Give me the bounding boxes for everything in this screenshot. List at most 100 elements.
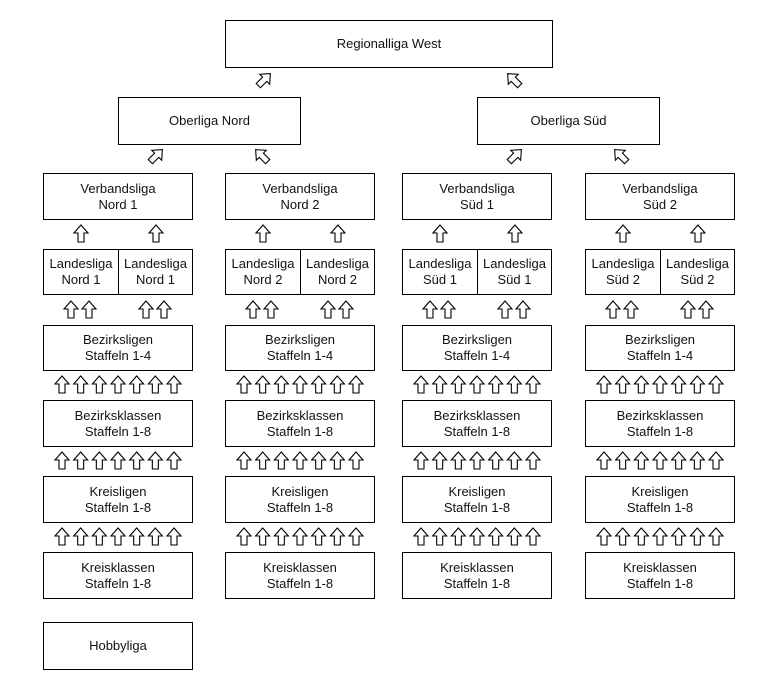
- verbandsliga-sued-1-box: Verbandsliga Süd 1: [402, 173, 552, 220]
- hollow-up-arrow-icon: [137, 300, 155, 319]
- landesliga-sued-2a-box: Landesliga Süd 2: [585, 249, 661, 295]
- hollow-up-arrow-icon: [329, 375, 346, 394]
- kreisklassen-col2-box: Kreisklassen Staffeln 1-8: [225, 552, 375, 599]
- oberliga-nord-label: Oberliga Nord: [169, 113, 250, 128]
- kreisligen-col2-box: Kreisligen Staffeln 1-8: [225, 476, 375, 523]
- hollow-up-arrow-icon: [633, 451, 650, 470]
- hollow-up-arrow-icon: [254, 375, 271, 394]
- hollow-up-arrow-icon: [487, 451, 504, 470]
- hollow-up-arrow-icon: [487, 527, 504, 546]
- hollow-up-arrow-icon: [506, 224, 524, 243]
- hollow-up-arrow-icon: [310, 451, 327, 470]
- hollow-up-arrow-icon: [329, 527, 346, 546]
- hollow-up-arrow-icon: [622, 300, 640, 319]
- landesliga-label: Landesliga Nord 1: [124, 256, 187, 287]
- kreisligen-col4-box: Kreisligen Staffeln 1-8: [585, 476, 735, 523]
- hollow-up-arrow-icon: [689, 224, 707, 243]
- hollow-up-arrow-icon: [291, 375, 309, 394]
- bezirksligen-col1-box: Bezirksligen Staffeln 1-4: [43, 325, 193, 371]
- hollow-up-arrow-icon: [254, 527, 271, 546]
- hollow-up-arrow-icon: [412, 375, 430, 394]
- hollow-up-arrow-icon: [707, 451, 725, 470]
- kreisklassen-label: Kreisklassen Staffeln 1-8: [440, 559, 514, 591]
- kreisklassen-col3-box: Kreisklassen Staffeln 1-8: [402, 552, 552, 599]
- hollow-up-arrow-icon: [412, 451, 430, 470]
- bezirksklassen-label: Bezirksklassen Staffeln 1-8: [256, 407, 344, 439]
- hollow-up-arrow-icon: [707, 527, 725, 546]
- verbandsliga-label: Verbandsliga Süd 1: [439, 180, 515, 212]
- hollow-up-arrow-icon: [165, 527, 183, 546]
- hollow-up-arrow-icon: [347, 375, 365, 394]
- bezirksligen-col2-box: Bezirksligen Staffeln 1-4: [225, 325, 375, 371]
- hollow-up-arrow-icon: [707, 375, 725, 394]
- hobbyliga-label: Hobbyliga: [89, 638, 147, 653]
- hollow-up-arrow-icon: [319, 300, 337, 319]
- kreisklassen-label: Kreisklassen Staffeln 1-8: [623, 559, 697, 591]
- landesliga-label: Landesliga Nord 1: [49, 256, 113, 287]
- hollow-up-arrow-icon: [255, 149, 271, 165]
- hollow-up-arrow-icon: [651, 375, 669, 394]
- hollow-up-arrow-icon: [468, 375, 486, 394]
- hollow-up-arrow-icon: [91, 527, 108, 546]
- hollow-up-arrow-icon: [310, 375, 327, 394]
- bezirksligen-col4-box: Bezirksligen Staffeln 1-4: [585, 325, 735, 371]
- landesliga-nord-2b-box: Landesliga Nord 2: [300, 249, 375, 295]
- hobbyliga-box: Hobbyliga: [43, 622, 193, 670]
- hollow-up-arrow-icon: [80, 300, 98, 319]
- hollow-up-arrow-icon: [670, 527, 687, 546]
- hollow-up-arrow-icon: [155, 300, 173, 319]
- hollow-up-arrow-icon: [595, 375, 613, 394]
- hollow-up-arrow-icon: [62, 300, 80, 319]
- hollow-up-arrow-icon: [524, 527, 542, 546]
- landesliga-nord-1a-box: Landesliga Nord 1: [43, 249, 119, 295]
- hollow-up-arrow-icon: [53, 375, 71, 394]
- hollow-up-arrow-icon: [670, 375, 687, 394]
- hollow-up-arrow-icon: [329, 451, 346, 470]
- hollow-up-arrow-icon: [273, 527, 290, 546]
- bezirksklassen-col3-box: Bezirksklassen Staffeln 1-8: [402, 400, 552, 447]
- hollow-up-arrow-icon: [506, 527, 523, 546]
- hollow-up-arrow-icon: [633, 527, 650, 546]
- hollow-up-arrow-icon: [421, 300, 439, 319]
- hollow-up-arrow-icon: [614, 451, 631, 470]
- hollow-up-arrow-icon: [91, 451, 108, 470]
- hollow-up-arrow-icon: [450, 375, 467, 394]
- hollow-up-arrow-icon: [506, 149, 522, 165]
- verbandsliga-nord-2-box: Verbandsliga Nord 2: [225, 173, 375, 220]
- hollow-up-arrow-icon: [128, 451, 145, 470]
- hollow-up-arrow-icon: [291, 527, 309, 546]
- hollow-up-arrow-icon: [147, 375, 164, 394]
- hollow-up-arrow-icon: [633, 375, 650, 394]
- hollow-up-arrow-icon: [651, 451, 669, 470]
- hollow-up-arrow-icon: [439, 300, 457, 319]
- hollow-up-arrow-icon: [347, 527, 365, 546]
- hollow-up-arrow-icon: [697, 300, 715, 319]
- hollow-up-arrow-icon: [147, 149, 163, 165]
- hollow-up-arrow-icon: [595, 451, 613, 470]
- landesliga-sued-1a-box: Landesliga Süd 1: [402, 249, 478, 295]
- hollow-up-arrow-icon: [255, 73, 271, 89]
- hollow-up-arrow-icon: [487, 375, 504, 394]
- kreisklassen-col1-box: Kreisklassen Staffeln 1-8: [43, 552, 193, 599]
- oberliga-sued-box: Oberliga Süd: [477, 97, 660, 145]
- kreisligen-label: Kreisligen Staffeln 1-8: [626, 483, 694, 515]
- landesliga-label: Landesliga Süd 1: [483, 256, 546, 287]
- landesliga-label: Landesliga Süd 2: [591, 256, 655, 287]
- bezirksklassen-col4-box: Bezirksklassen Staffeln 1-8: [585, 400, 735, 447]
- hollow-up-arrow-icon: [147, 527, 164, 546]
- hollow-up-arrow-icon: [524, 375, 542, 394]
- hollow-up-arrow-icon: [244, 300, 262, 319]
- verbandsliga-label: Verbandsliga Süd 2: [622, 180, 698, 212]
- hollow-up-arrow-icon: [604, 300, 622, 319]
- hollow-up-arrow-icon: [431, 451, 448, 470]
- hollow-up-arrow-icon: [689, 375, 706, 394]
- hollow-up-arrow-icon: [109, 451, 127, 470]
- bezirksklassen-col1-box: Bezirksklassen Staffeln 1-8: [43, 400, 193, 447]
- hollow-up-arrow-icon: [147, 451, 164, 470]
- hollow-up-arrow-icon: [431, 224, 449, 243]
- hollow-up-arrow-icon: [506, 451, 523, 470]
- hollow-up-arrow-icon: [254, 451, 271, 470]
- landesliga-label: Landesliga Nord 2: [231, 256, 295, 287]
- hollow-up-arrow-icon: [273, 451, 290, 470]
- kreisklassen-col4-box: Kreisklassen Staffeln 1-8: [585, 552, 735, 599]
